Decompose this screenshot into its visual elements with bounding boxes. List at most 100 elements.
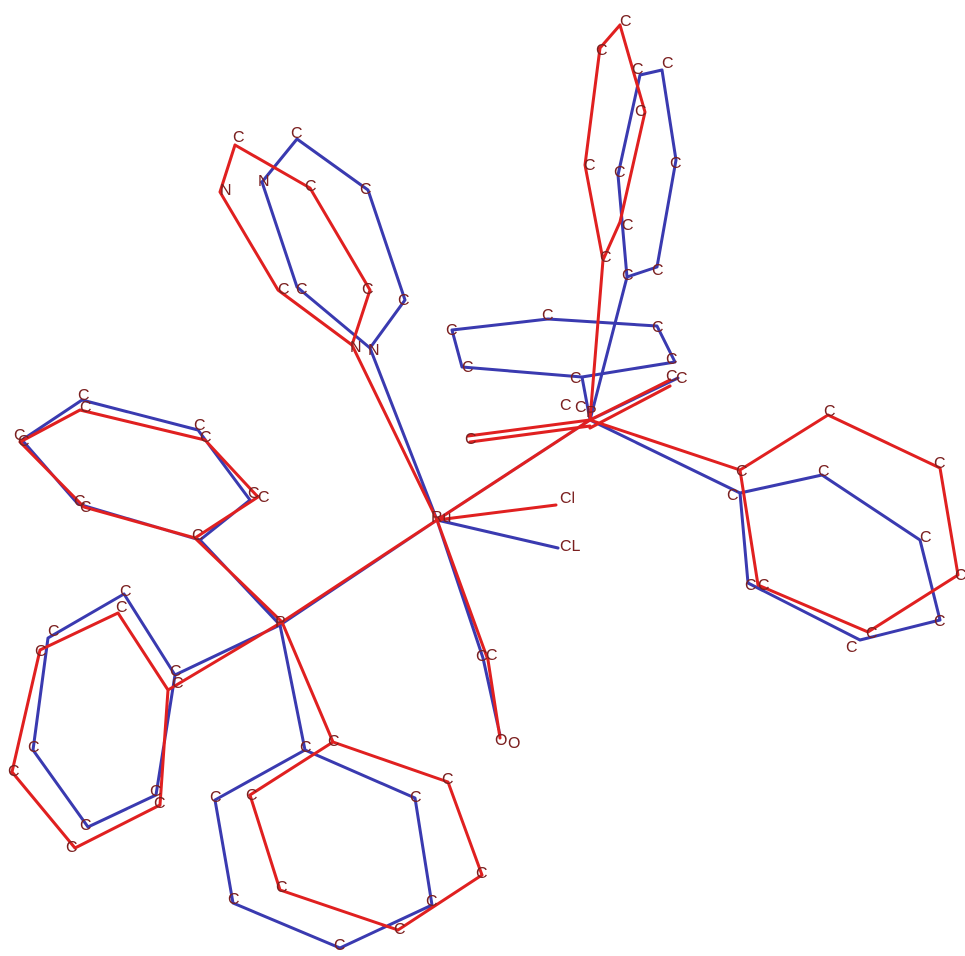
blue-pyridine-ring xyxy=(260,137,407,350)
atom-label-p: P xyxy=(586,404,597,421)
atom-label-c: C xyxy=(622,217,634,234)
atom-label-c: C xyxy=(8,763,20,780)
red-phenyl-left-upper xyxy=(18,408,260,540)
blue-phenyl-bottom xyxy=(213,748,434,950)
atom-label-c: C xyxy=(955,567,965,584)
atom-label-c: C xyxy=(300,739,312,756)
red-bond-p-co-left-a xyxy=(466,418,592,438)
red-bond-p-phenyl-top xyxy=(588,258,605,422)
atom-label-c: C xyxy=(170,663,182,680)
atom-label-c: C xyxy=(570,370,582,387)
red-bond-p-phenyl-left-upper xyxy=(193,536,284,624)
atom-label-c: C xyxy=(210,789,222,806)
blue-bond-ru-co xyxy=(435,518,502,737)
atom-label-c: C xyxy=(80,817,92,834)
atom-label-c: C xyxy=(824,403,836,420)
blue-bond-ru-n xyxy=(368,346,439,522)
red-bond-p-co-left-b xyxy=(468,424,592,444)
red-phenyl-right xyxy=(738,413,960,634)
atom-label-c: C xyxy=(426,893,438,910)
atom-label-o: O xyxy=(495,732,507,749)
atom-label-c: C xyxy=(462,359,474,376)
atom-label-c: C xyxy=(486,647,498,664)
atom-label-c: C xyxy=(410,789,422,806)
atom-label-c: C xyxy=(328,733,340,750)
atom-label-p: P xyxy=(275,614,286,631)
atom-label-c: C xyxy=(116,599,128,616)
atom-label-c: C xyxy=(736,463,748,480)
red-bond-p-phenyl-right xyxy=(588,418,742,472)
atom-label-c: C xyxy=(172,675,184,692)
atom-label-c: C xyxy=(666,368,678,385)
atom-label-c: C xyxy=(596,42,608,59)
atom-label-c: C xyxy=(934,613,946,630)
blue-phenyl-top xyxy=(616,68,678,279)
atom-label-c: C xyxy=(560,397,572,414)
atom-label-c: C xyxy=(18,433,30,450)
blue-bond-p-phenyl-top xyxy=(588,275,629,422)
atom-labels: C C N N C C C C C C N N C C C C C C C C … xyxy=(8,13,965,954)
atom-label-c: C xyxy=(920,529,932,546)
atom-label-c: C xyxy=(745,577,757,594)
atom-label-cl-blue: CL xyxy=(560,538,581,555)
atom-label-c: C xyxy=(362,281,374,298)
blue-phenyl-middle xyxy=(450,317,677,379)
atom-label-c: C xyxy=(150,783,162,800)
atom-label-c: C xyxy=(600,249,612,266)
atom-label-c: C xyxy=(398,292,410,309)
atom-label-c: C xyxy=(194,417,206,434)
atom-label-c: C xyxy=(635,103,647,120)
red-bond-p-phenyl-left-lower xyxy=(166,620,284,692)
atom-label-c: C xyxy=(28,739,40,756)
atom-label-c: C xyxy=(334,937,346,954)
atom-label-c: C xyxy=(228,891,240,908)
atom-label-c: C xyxy=(818,463,830,480)
red-structure xyxy=(10,23,960,932)
atom-label-c: C xyxy=(620,13,632,30)
atom-label-c: C xyxy=(233,129,245,146)
atom-label-c: C xyxy=(584,157,596,174)
atom-label-c: C xyxy=(291,125,303,142)
atom-label-ru: Ru xyxy=(431,509,451,526)
atom-label-n: N xyxy=(368,342,380,359)
atom-label-c: C xyxy=(258,489,270,506)
atom-label-c: C xyxy=(652,319,664,336)
red-bond-p-co-double-b xyxy=(588,384,672,430)
atom-label-c: C xyxy=(14,427,26,444)
red-bond-ru-n xyxy=(350,343,439,522)
atom-label-c: C xyxy=(80,499,92,516)
atom-label-c: C xyxy=(465,431,477,448)
atom-label-c: C xyxy=(476,865,488,882)
red-bond-ru-p-lower xyxy=(280,518,439,624)
atom-label-c: C xyxy=(666,351,678,368)
atom-label-c: C xyxy=(200,429,212,446)
atom-label-c: C xyxy=(614,164,626,181)
atom-label-c: C xyxy=(542,307,554,324)
atom-label-c: C xyxy=(670,155,682,172)
atom-label-c: C xyxy=(154,795,166,812)
atom-label-c: C xyxy=(934,455,946,472)
atom-label-c: C xyxy=(78,387,90,404)
blue-phenyl-right xyxy=(738,473,942,642)
atom-label-c: C xyxy=(276,879,288,896)
atom-label-c: C xyxy=(632,61,644,78)
atom-label-c: C xyxy=(360,181,372,198)
atom-label-c: C xyxy=(120,583,132,600)
atom-label-c: C xyxy=(727,487,739,504)
atom-label-cl-red: Cl xyxy=(560,490,575,507)
atom-label-c: C xyxy=(575,399,587,416)
red-bond-ru-p-upper xyxy=(435,418,592,522)
atom-label-n: N xyxy=(220,182,232,199)
atom-label-c: C xyxy=(446,322,458,339)
blue-bond-p-phenyl-right xyxy=(588,418,742,495)
atom-label-c: C xyxy=(758,577,770,594)
red-bond-p-co-double-a xyxy=(588,378,672,422)
atom-label-c: C xyxy=(80,399,92,416)
atom-label-n: N xyxy=(350,339,362,356)
atom-label-c: C xyxy=(846,639,858,656)
red-bond-ru-cl xyxy=(435,503,558,522)
atom-label-c: C xyxy=(866,625,878,642)
atom-label-c: C xyxy=(676,370,688,387)
red-bond-p-phenyl-bottom xyxy=(280,620,335,744)
